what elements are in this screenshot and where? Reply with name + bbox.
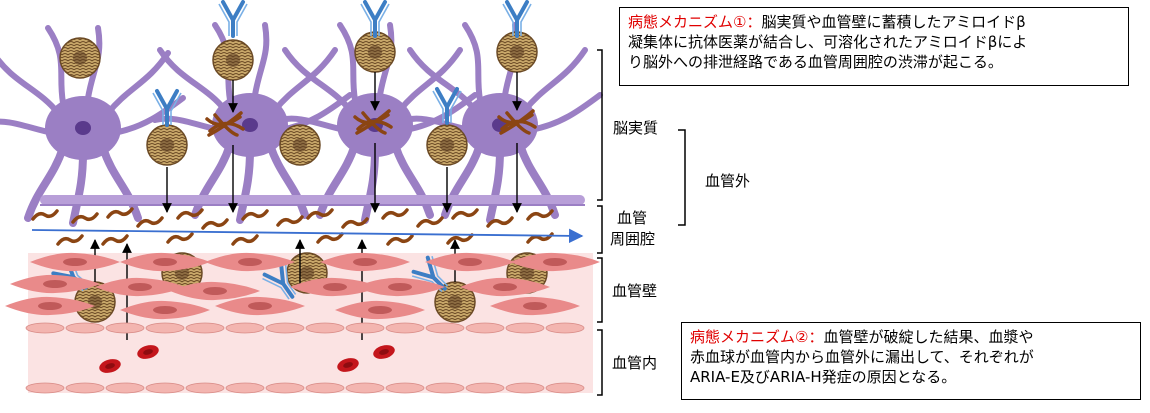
mechanism-2-line1: 病態メカニズム②：血管壁が破綻した結果、血漿や (690, 328, 1034, 346)
label-perivascular-line1: 血管 (617, 209, 648, 227)
mechanism-2-line2: 赤血球が血管内から血管外に漏出して、それぞれが (690, 348, 1034, 366)
mechanism-1-note: 病態メカニズム①：脳実質や血管壁に蓄積したアミロイドβ 凝集体に抗体医薬が結合し… (619, 7, 1129, 86)
region-brackets (597, 49, 686, 396)
mechanism-2-line3: ARIA-E及びARIA-H発症の原因となる。 (690, 368, 957, 386)
label-extravascular: 血管外 (705, 172, 751, 190)
amyloid-fibrils (31, 207, 554, 246)
mechanism-1-line3: り脳外への排泄経路である血管周囲腔の渋滞が起こる。 (628, 53, 1003, 71)
parenchyma-boundary (40, 195, 585, 205)
label-perivascular-line2: 周囲腔 (610, 230, 656, 248)
mechanism-1-line2: 凝集体に抗体医薬が結合し、可溶化されたアミロイドβによ (628, 33, 1028, 51)
mechanism-2-note: 病態メカニズム②：血管壁が破綻した結果、血漿や 赤血球が血管内から血管外に漏出し… (681, 322, 1141, 400)
label-intravascular: 血管内 (612, 354, 658, 372)
mechanism-1-line1: 病態メカニズム①：脳実質や血管壁に蓄積したアミロイドβ (628, 13, 1026, 31)
mechanism-1-title: 病態メカニズム①： (628, 13, 762, 31)
label-parenchyma: 脳実質 (613, 119, 659, 137)
mechanism-2-title: 病態メカニズム②： (690, 328, 824, 346)
label-vessel-wall: 血管壁 (612, 282, 658, 300)
perivascular-flow-arrow (31, 228, 584, 244)
